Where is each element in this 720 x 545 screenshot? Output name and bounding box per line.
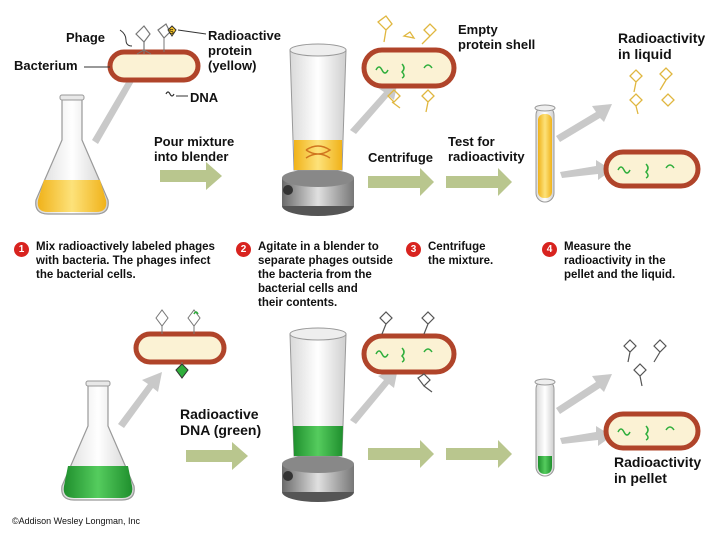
- blender-yellow: [282, 43, 354, 216]
- step-2-text: Agitate in a blender to separate phages …: [258, 241, 393, 309]
- gray-arrow-blender-to-cell-bottom: [350, 368, 398, 424]
- gray-arrow-flask-to-cell-bottom: [118, 372, 162, 428]
- test-tube-yellow: [534, 104, 556, 203]
- bacterium-bottom: [133, 309, 227, 379]
- copyright: ©Addison Wesley Longman, Inc: [12, 516, 141, 526]
- gray-arrow-to-liquid: [556, 104, 612, 142]
- step-1-text: Mix radioactively labeled phages with ba…: [36, 241, 215, 281]
- dna-icon: [165, 91, 175, 97]
- bacterium-infected-bottom: [361, 333, 457, 375]
- blender-green: [282, 327, 354, 502]
- green-arrow-pour: [160, 162, 222, 190]
- liquid-shells-bottom: [623, 339, 667, 387]
- radioactive-protein-icon: S: [167, 25, 177, 37]
- label-pour-mixture: Pour mixture into blender: [154, 134, 235, 164]
- flask-green: [61, 380, 135, 501]
- green-arrow-blend-bottom: [186, 442, 248, 470]
- pellet-cell-bottom: [603, 411, 701, 451]
- green-arrow-centrifuge-bottom: [368, 440, 434, 468]
- flask-yellow: [35, 94, 109, 215]
- empty-shells-bottom: [379, 311, 435, 393]
- label-phage: Phage: [66, 30, 106, 45]
- step-3-badge: 3: [406, 242, 421, 257]
- empty-protein-shells: [377, 15, 437, 113]
- label-radioactive-protein: Radioactive protein (yellow): [208, 28, 281, 73]
- label-radioactivity-pellet: Radioactivity in pellet: [614, 454, 702, 486]
- label-test-radioactivity: Test for radioactivity: [448, 134, 525, 164]
- step-4-badge: 4: [542, 242, 557, 257]
- green-arrow-centrifuge: [368, 168, 434, 196]
- label-radioactivity-liquid: Radioactivity in liquid: [618, 30, 706, 62]
- gray-arrow-blender-to-cell: [350, 80, 398, 134]
- label-dna: DNA: [190, 90, 219, 105]
- gray-arrow-to-pellet-top: [560, 160, 612, 180]
- green-arrow-test: [446, 168, 512, 196]
- phage-icon: [135, 23, 171, 55]
- label-radioactive-dna: Radioactive DNA (green): [180, 406, 262, 438]
- step-4-text: Measure the radioactivity in the pellet …: [564, 241, 676, 281]
- step-2-badge: 2: [236, 242, 251, 257]
- phage-bracket: [119, 29, 133, 47]
- pellet-cell-top: [603, 149, 701, 189]
- label-centrifuge: Centrifuge: [368, 150, 433, 165]
- test-tube-green: [534, 378, 556, 477]
- label-bacterium: Bacterium: [14, 58, 78, 73]
- svg-text:S: S: [169, 29, 174, 36]
- gray-arrow-to-liquid-bottom: [556, 374, 612, 414]
- protein-pointer: [177, 29, 207, 35]
- step-3-text: Centrifuge the mixture.: [428, 241, 494, 267]
- label-empty-protein-shell: Empty protein shell: [458, 22, 536, 52]
- liquid-shells-top: [629, 67, 675, 115]
- bacterium-top: [107, 49, 201, 83]
- bacterium-infected-top: [361, 47, 457, 89]
- green-arrow-test-bottom: [446, 440, 512, 468]
- step-1-badge: 1: [14, 242, 29, 257]
- gray-arrow-to-pellet-bottom: [560, 426, 612, 446]
